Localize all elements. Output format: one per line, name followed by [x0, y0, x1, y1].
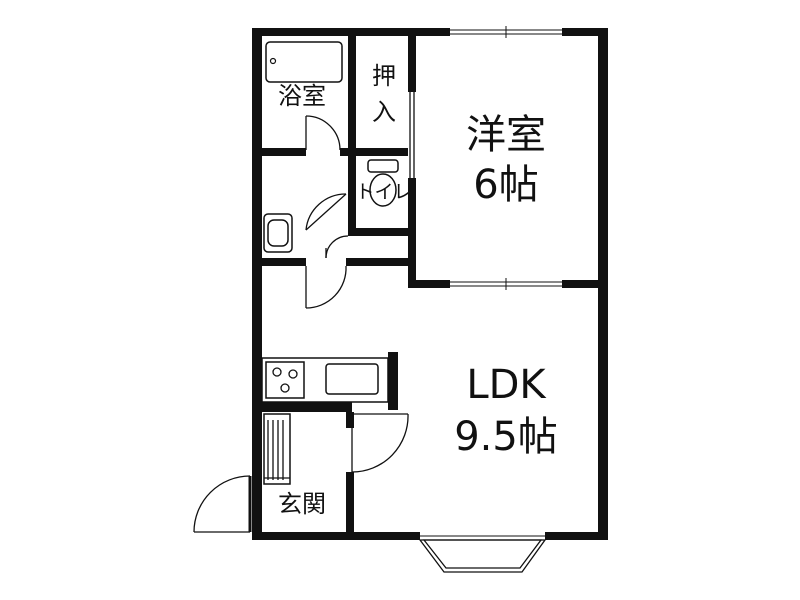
closet-label-line2: 入	[372, 98, 396, 126]
front-door	[193, 475, 252, 533]
toilet-door	[305, 193, 347, 231]
western-room-size: 6帖	[473, 162, 538, 208]
outer-walls	[252, 28, 608, 540]
kitchen-counter	[261, 357, 389, 403]
shoe-rack	[263, 413, 291, 485]
bay-window	[418, 535, 547, 573]
toilet-fixture	[367, 159, 399, 207]
bathtub	[265, 41, 343, 83]
interior-walls	[262, 36, 598, 532]
ldk-size: 9.5帖	[454, 414, 558, 460]
bath-door	[305, 115, 341, 151]
closet-label-line1: 押	[372, 62, 396, 90]
western-room-name: 洋室	[466, 112, 546, 158]
washbasin	[263, 213, 293, 253]
western-window	[450, 278, 562, 290]
top-window	[450, 26, 562, 38]
entrance-label: 玄関	[278, 490, 326, 518]
wash-door	[305, 265, 347, 309]
ldk-name: LDK	[466, 362, 547, 408]
closet-sliding-door	[409, 92, 415, 178]
toilet-label: トイレ	[355, 181, 412, 203]
bath-label: 浴室	[278, 82, 326, 110]
entrance-inner-door	[351, 413, 409, 473]
small-storage-door	[325, 235, 349, 259]
